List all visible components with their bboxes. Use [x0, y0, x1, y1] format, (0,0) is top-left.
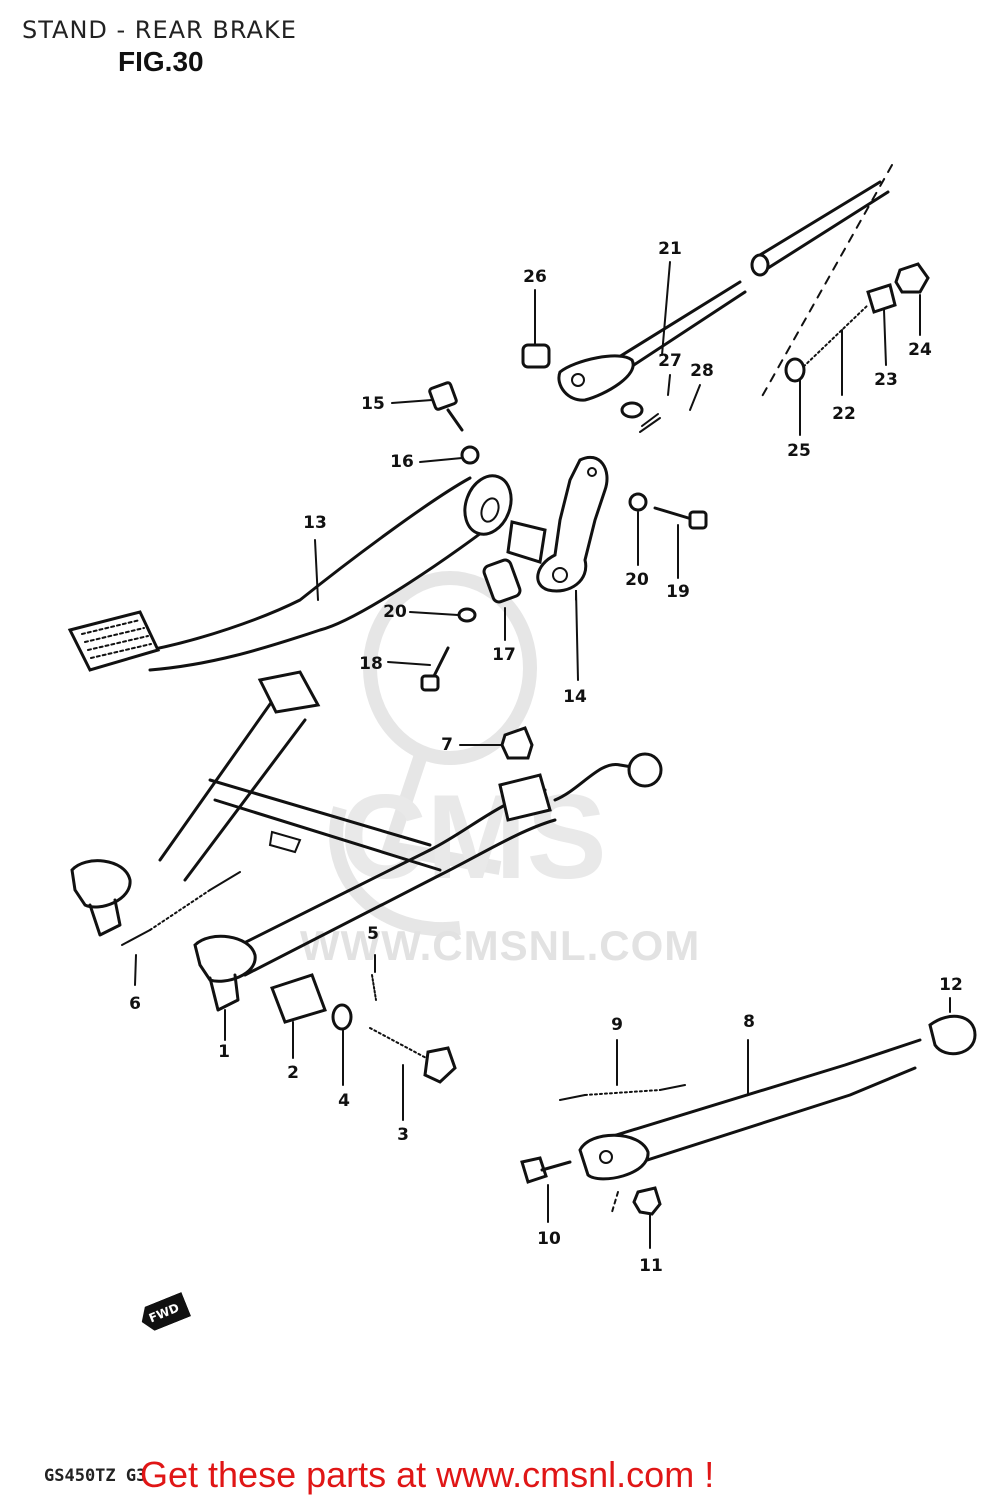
callout-14: 14	[563, 687, 587, 707]
callout-24: 24	[908, 340, 932, 360]
part-switch	[482, 558, 522, 604]
part-washer-27	[620, 401, 644, 419]
callout-4: 4	[338, 1091, 350, 1111]
callout-25: 25	[787, 441, 811, 461]
part-washer-4	[331, 1003, 353, 1031]
callout-11: 11	[639, 1256, 663, 1276]
callout-23: 23	[874, 370, 898, 390]
callout-13: 13	[303, 513, 327, 533]
rod-thread	[753, 180, 890, 272]
part-nut-20b	[628, 492, 648, 512]
part-rubber-12	[928, 1014, 977, 1056]
part-spring-9	[584, 1089, 661, 1096]
leader-lines	[134, 261, 951, 1249]
model-code: GS450TZ G3	[44, 1466, 147, 1486]
callout-27: 27	[658, 351, 682, 371]
callout-26: 26	[523, 267, 547, 287]
figure-label: FIG.30	[118, 46, 204, 77]
part-brake-arm	[506, 455, 609, 593]
diagram-title: STAND - REAR BRAKE	[22, 16, 297, 44]
part-brake-pedal	[67, 474, 513, 672]
callout-28: 28	[690, 361, 714, 381]
callout-18: 18	[359, 654, 383, 674]
cms-watermark-logo: CMS	[329, 571, 607, 937]
callout-7: 7	[441, 735, 453, 755]
part-pin-26	[521, 343, 551, 369]
part-bolt-10	[520, 1156, 548, 1184]
callout-22: 22	[832, 404, 856, 424]
part-nut-16	[460, 445, 480, 465]
callout-12: 12	[939, 975, 963, 995]
part-cotter-5	[371, 974, 377, 1001]
pedal-tread	[67, 610, 161, 672]
part-bolt-15	[428, 381, 464, 432]
callout-15: 15	[361, 394, 385, 414]
callout-19: 19	[666, 582, 690, 602]
part-spring-6	[149, 889, 211, 931]
part-bolt-19	[653, 506, 697, 522]
part-25	[784, 357, 806, 383]
part-center-stand	[70, 670, 663, 1012]
callout-5: 5	[367, 924, 379, 944]
callout-1: 1	[218, 1042, 230, 1062]
part-cotter-28	[639, 413, 661, 433]
callout-20-right: 20	[625, 570, 649, 590]
callout-3: 3	[397, 1125, 409, 1145]
callout-6: 6	[129, 994, 141, 1014]
watermark-logo-text: CMS	[340, 770, 607, 904]
callout-16: 16	[390, 452, 414, 472]
part-nut-7	[500, 726, 534, 760]
part-collar-2	[270, 973, 327, 1024]
part-side-stand	[578, 1014, 977, 1181]
callout-21: 21	[658, 239, 682, 259]
part-nut-11	[632, 1186, 662, 1216]
part-nut-24	[894, 262, 930, 294]
part-spring-22	[799, 304, 869, 371]
callout-17: 17	[492, 645, 516, 665]
buy-parts-link[interactable]: Get these parts at www.cmsnl.com !	[140, 1454, 715, 1495]
part-joint-23	[866, 283, 897, 314]
watermark-url: WWW.CMSNL.COM	[300, 922, 701, 969]
spline-cylinder	[506, 520, 547, 564]
part-nut-20a	[457, 607, 477, 623]
callout-8: 8	[743, 1012, 755, 1032]
callout-2: 2	[287, 1063, 299, 1083]
callout-10: 10	[537, 1229, 561, 1249]
callout-9: 9	[611, 1015, 623, 1035]
callout-20-left: 20	[383, 602, 407, 622]
part-bolt-3	[369, 1027, 431, 1061]
